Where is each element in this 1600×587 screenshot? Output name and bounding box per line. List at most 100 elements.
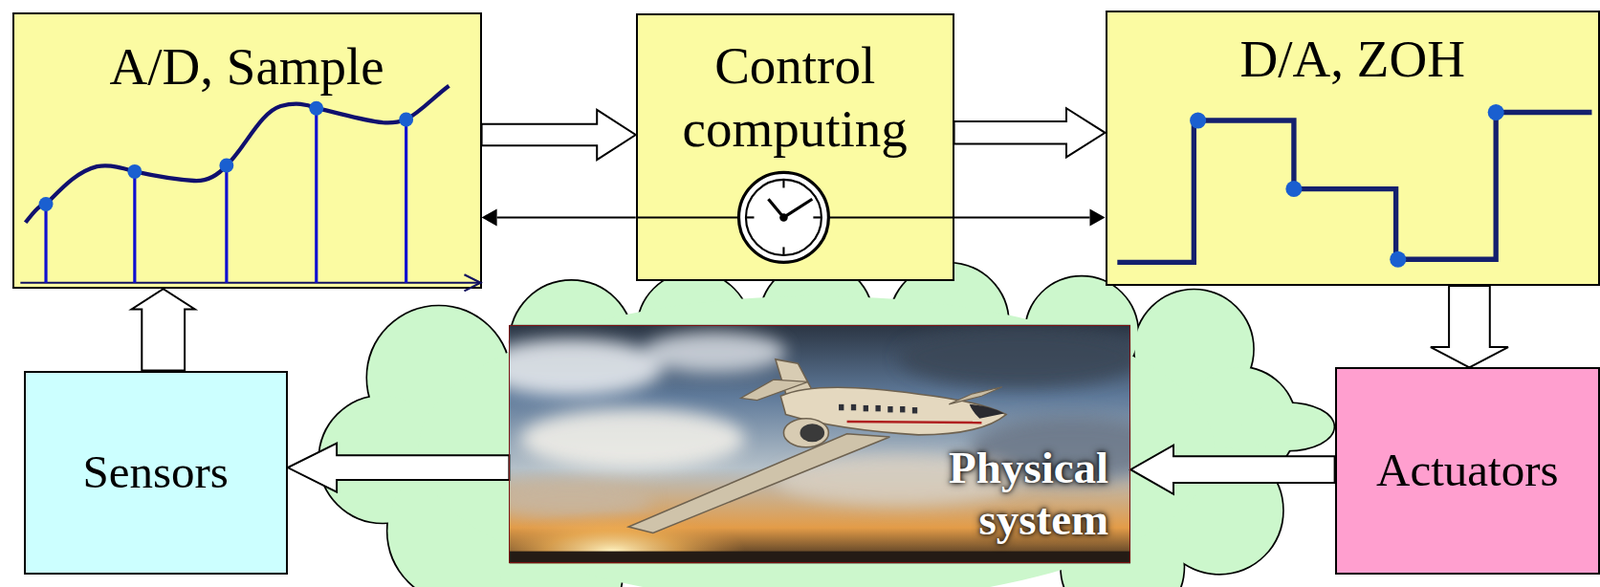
illustration-part — [856, 515, 980, 587]
illustration-part — [1134, 289, 1253, 409]
adc-box: A/D, Sample — [12, 12, 483, 289]
illustration-part — [319, 262, 1335, 587]
illustration-part — [1189, 111, 1206, 129]
illustration-part — [1156, 447, 1283, 574]
sample-plot — [20, 86, 481, 292]
illustration-part — [642, 331, 786, 373]
illustration-part — [1134, 289, 1253, 409]
illustration-part — [1189, 104, 1505, 268]
dac-box: D/A, ZOH — [1105, 10, 1600, 286]
illustration-part — [745, 216, 755, 219]
illustration-part — [1241, 403, 1334, 451]
zoh-plot — [1117, 104, 1592, 268]
actuator-box: Actuators — [1335, 367, 1600, 575]
illustration-part — [653, 515, 776, 587]
illustration-part — [508, 551, 1131, 565]
illustration-part — [887, 406, 893, 413]
illustration-part — [508, 339, 663, 397]
illustration-part — [39, 101, 415, 212]
illustration-part — [637, 272, 750, 385]
illustration-part — [745, 179, 822, 256]
arrow-head — [1090, 208, 1106, 226]
airplane-photo — [508, 325, 1131, 565]
illustration-part — [856, 515, 980, 587]
illustration-part — [782, 179, 785, 189]
cloud-shape — [319, 262, 1335, 587]
illustration-part — [404, 119, 408, 284]
illustration-part — [828, 216, 953, 219]
illustration-part — [948, 387, 1002, 405]
illustration-part — [319, 262, 1335, 587]
illustration-part — [319, 395, 446, 523]
illustration-part — [1488, 104, 1505, 121]
illustration-part — [628, 434, 890, 534]
controller-box: Control computing — [635, 13, 955, 282]
block-arrow — [1130, 445, 1335, 495]
illustration-part — [520, 408, 746, 470]
illustration-part — [20, 282, 480, 285]
illustration-part — [43, 204, 47, 284]
illustration-part — [463, 274, 481, 291]
illustration-part — [417, 296, 1214, 587]
illustration-part — [1241, 403, 1334, 451]
illustration-part — [308, 101, 324, 116]
block-arrow — [131, 288, 196, 371]
illustration-part — [783, 418, 829, 448]
clock-symbol — [636, 172, 954, 263]
illustration-part — [127, 164, 142, 179]
illustration-part — [45, 108, 407, 284]
illustration-part — [219, 158, 234, 174]
illustration-part — [636, 216, 740, 219]
illustration-part — [783, 198, 812, 218]
illustration-part — [1389, 251, 1406, 268]
illustration-part — [838, 404, 844, 411]
block-arrow — [1430, 285, 1509, 368]
illustration-part — [779, 213, 789, 222]
illustration-part — [398, 111, 414, 127]
illustration-part — [224, 165, 228, 284]
illustration-part — [838, 404, 918, 415]
illustration-part — [39, 197, 54, 212]
illustration-part — [500, 510, 623, 587]
illustration-part — [653, 515, 776, 587]
illustration-part — [367, 306, 510, 449]
illustration-part — [780, 387, 1007, 436]
illustration-part — [509, 281, 633, 404]
illustration-part — [1156, 447, 1283, 574]
illustration-part — [889, 263, 1009, 382]
illustration-part — [509, 281, 633, 404]
clock-signal-arrow — [954, 208, 1106, 226]
box-title: Sensors — [82, 444, 228, 502]
illustration-part — [508, 510, 745, 565]
box-title: Control computing — [647, 34, 943, 161]
illustration-part — [782, 246, 785, 256]
illustration-part — [500, 510, 623, 587]
illustration-part — [508, 482, 653, 519]
illustration-part — [800, 423, 826, 442]
illustration-part — [1025, 276, 1138, 389]
illustration-part — [969, 404, 1005, 419]
illustration-part — [637, 272, 750, 385]
clock-signal-arrow — [482, 208, 636, 226]
illustration-part — [875, 405, 880, 412]
sensor-box: Sensors — [23, 371, 288, 576]
illustration-part — [1183, 367, 1296, 480]
illustration-part — [367, 306, 510, 449]
illustration-part — [741, 379, 809, 400]
illustration-part — [775, 359, 817, 401]
illustration-part — [851, 404, 856, 411]
illustration-part — [1285, 180, 1302, 198]
arrow-line — [954, 216, 1091, 219]
illustration-part — [508, 325, 1131, 565]
illustration-part — [767, 198, 784, 218]
box-title: D/A, ZOH — [1240, 27, 1466, 91]
arrow-head — [482, 208, 498, 226]
box-title: Actuators — [1376, 442, 1559, 500]
illustration-part — [25, 86, 450, 223]
box-title: A/D, Sample — [109, 35, 385, 99]
image-caption: Physical system — [888, 441, 1109, 546]
illustration-part — [745, 179, 822, 256]
block-arrow — [954, 108, 1106, 157]
illustration-part — [863, 405, 869, 412]
